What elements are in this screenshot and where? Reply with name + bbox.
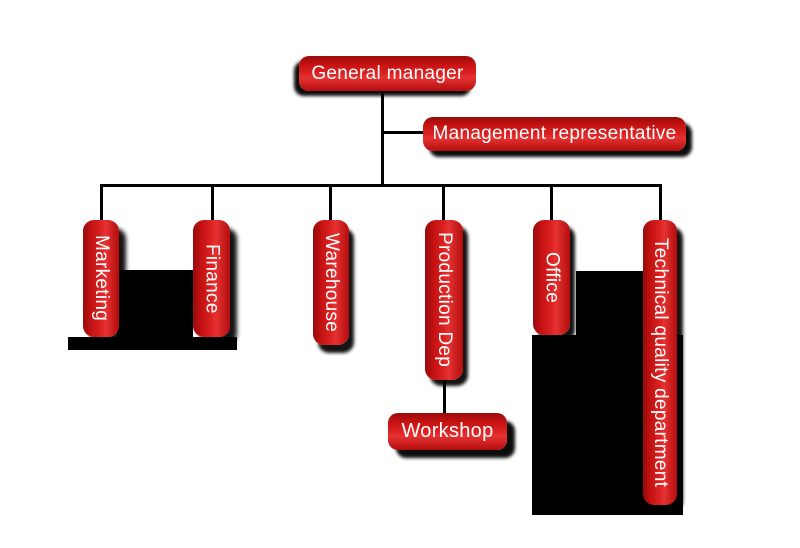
node-workshop: Workshop [388, 413, 507, 450]
shadow-artifact-marketing-finance [117, 270, 193, 350]
node-general-manager: General manager [299, 56, 476, 91]
node-workshop-label: Workshop [401, 420, 494, 442]
connector-rail [100, 184, 662, 187]
connector-drop-warehouse [329, 186, 332, 221]
node-production-dep-label: Production Dep [434, 232, 455, 368]
connector-drop-technical-quality [659, 186, 662, 221]
node-marketing-label: Marketing [91, 235, 112, 322]
node-technical-quality-department: Technical quality department [643, 220, 677, 505]
node-warehouse-label: Warehouse [321, 232, 342, 333]
connector-drop-workshop [443, 378, 446, 415]
connector-trunk [381, 90, 384, 187]
connector-drop-office [550, 186, 553, 221]
connector-drop-production-dep [442, 186, 445, 221]
shadow-artifact-marketing-finance-band [68, 337, 237, 350]
node-warehouse: Warehouse [313, 220, 349, 345]
node-finance: Finance [193, 220, 230, 337]
node-technical-quality-department-label: Technical quality department [650, 237, 671, 488]
node-management-representative-label: Management representative [432, 123, 677, 144]
node-production-dep: Production Dep [425, 220, 463, 380]
connector-drop-marketing [100, 186, 103, 221]
node-management-representative: Management representative [423, 117, 686, 151]
connector-drop-finance [211, 186, 214, 221]
node-finance-label: Finance [201, 243, 223, 314]
connector-management-representative [383, 131, 425, 134]
node-office: Office [533, 220, 570, 335]
node-marketing: Marketing [83, 220, 119, 337]
node-general-manager-label: General manager [311, 62, 464, 84]
node-office-label: Office [541, 251, 563, 304]
